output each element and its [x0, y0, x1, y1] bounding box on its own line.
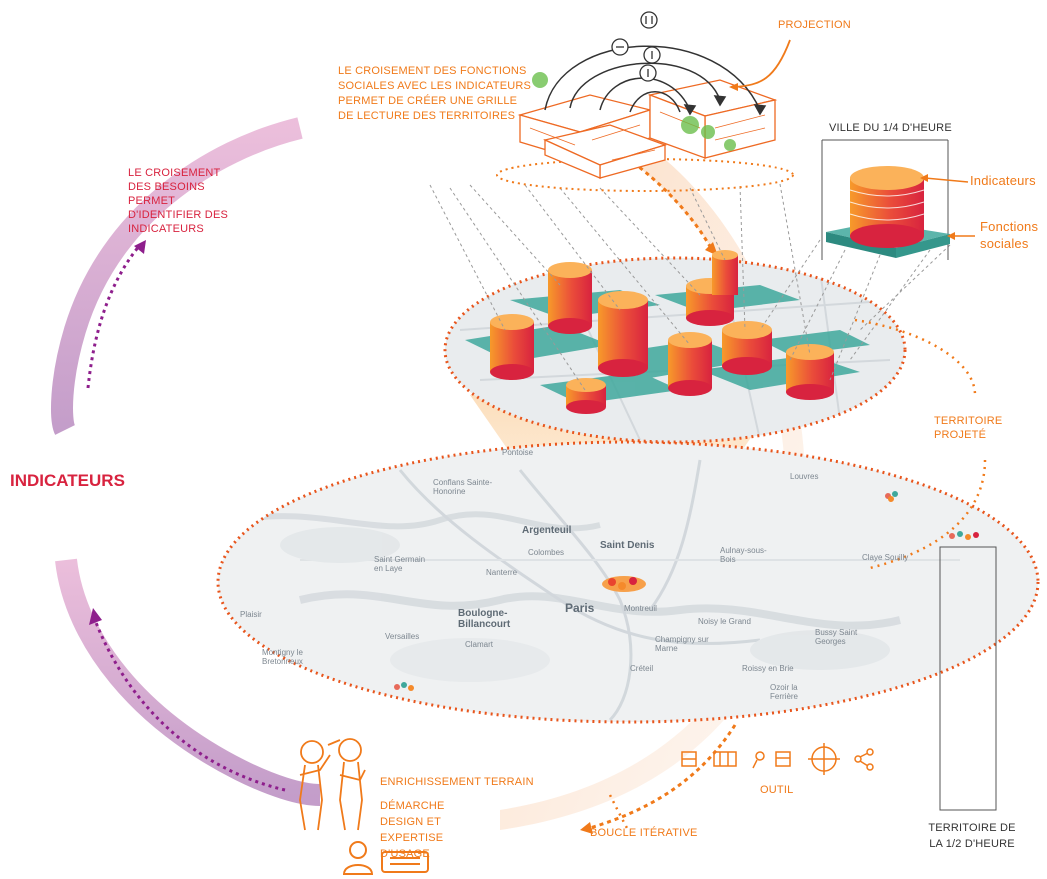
map-place: Conflans Sainte-Honorine — [433, 478, 493, 496]
territoire-demi-heure-label: TERRITOIRE DE LA 1/2 D'HEURE — [928, 822, 1016, 850]
projection-lines — [429, 183, 951, 391]
hotspot — [885, 491, 898, 502]
territoire-projete-label: TERRITOIRE PROJETÉ — [934, 415, 1003, 441]
city-sketch — [496, 11, 794, 192]
map-place: Montreuil — [624, 604, 657, 613]
map-place: Bussy Saint Georges — [815, 628, 858, 646]
indicateurs-main-label: INDICATEURS — [10, 471, 125, 490]
ville-quart-heure-label: VILLE DU 1/4 D'HEURE — [829, 122, 952, 134]
map-place: Nanterre — [486, 568, 518, 577]
arrow-up-icon — [89, 608, 102, 625]
map-place: Clamart — [465, 640, 494, 649]
map-place: Pontoise — [502, 448, 534, 457]
indicator-cylinders — [490, 250, 834, 414]
map-place: Noisy le Grand — [698, 617, 751, 626]
map-place: Saint Denis — [600, 540, 655, 551]
arrow-up-icon — [134, 240, 146, 254]
map-place: Colombes — [528, 548, 565, 557]
hotspot — [394, 682, 414, 691]
map-place: Boulogne-Billancourt — [458, 608, 511, 630]
quarter-hour-city-box — [821, 139, 975, 260]
half-hour-territory-box — [939, 546, 997, 811]
map-place: Paris — [565, 601, 595, 615]
paris-hotspot — [602, 576, 646, 592]
map-place: Plaisir — [240, 610, 262, 619]
enrichissement-label: ENRICHISSEMENT TERRAIN — [380, 776, 534, 788]
outil-label: OUTIL — [760, 784, 794, 796]
map-place: Champigny sur Marne — [655, 635, 709, 653]
people-sketch — [299, 738, 366, 831]
croisement-fonctions-label: LE CROISEMENT DES FONCTIONS SOCIALES AVE… — [338, 65, 532, 122]
map-place: Montigny le Bretonneux — [262, 648, 303, 666]
dotted-connectors — [608, 318, 987, 831]
projection-pointer — [734, 39, 791, 88]
map-place: Saint Germain en Laye — [374, 555, 426, 573]
tool-icons — [681, 743, 874, 775]
user-message-icon — [342, 841, 429, 875]
projection-label: PROJECTION — [778, 19, 851, 31]
boucle-iterative-label: BOUCLE ITÉRATIVE — [590, 827, 698, 839]
fonctions-sociales-label: Fonctions sociales — [980, 219, 1039, 251]
hotspot — [949, 531, 979, 540]
croisement-besoins-label: LE CROISEMENT DES BESOINS PERMET D'IDENT… — [128, 167, 229, 235]
projected-territory — [443, 250, 907, 444]
map-place: Argenteuil — [522, 525, 572, 536]
projection-icons — [611, 11, 661, 82]
map-place: Ozoir la Ferrière — [770, 683, 799, 701]
map-place: Aulnay-sous-Bois — [720, 546, 767, 564]
feedback-loop — [51, 117, 321, 806]
map-place: Louvres — [790, 472, 819, 481]
map-place: Roissy en Brie — [742, 664, 794, 673]
indicateurs-legend-label: Indicateurs — [970, 173, 1036, 188]
map-place: Claye Souilly — [862, 553, 909, 562]
map-place: Créteil — [630, 664, 654, 673]
map-place: Versailles — [385, 632, 420, 641]
paris-region-map — [216, 440, 1040, 724]
demarche-label: DÉMARCHE DESIGN ET EXPERTISE D'USAGE — [380, 800, 445, 860]
